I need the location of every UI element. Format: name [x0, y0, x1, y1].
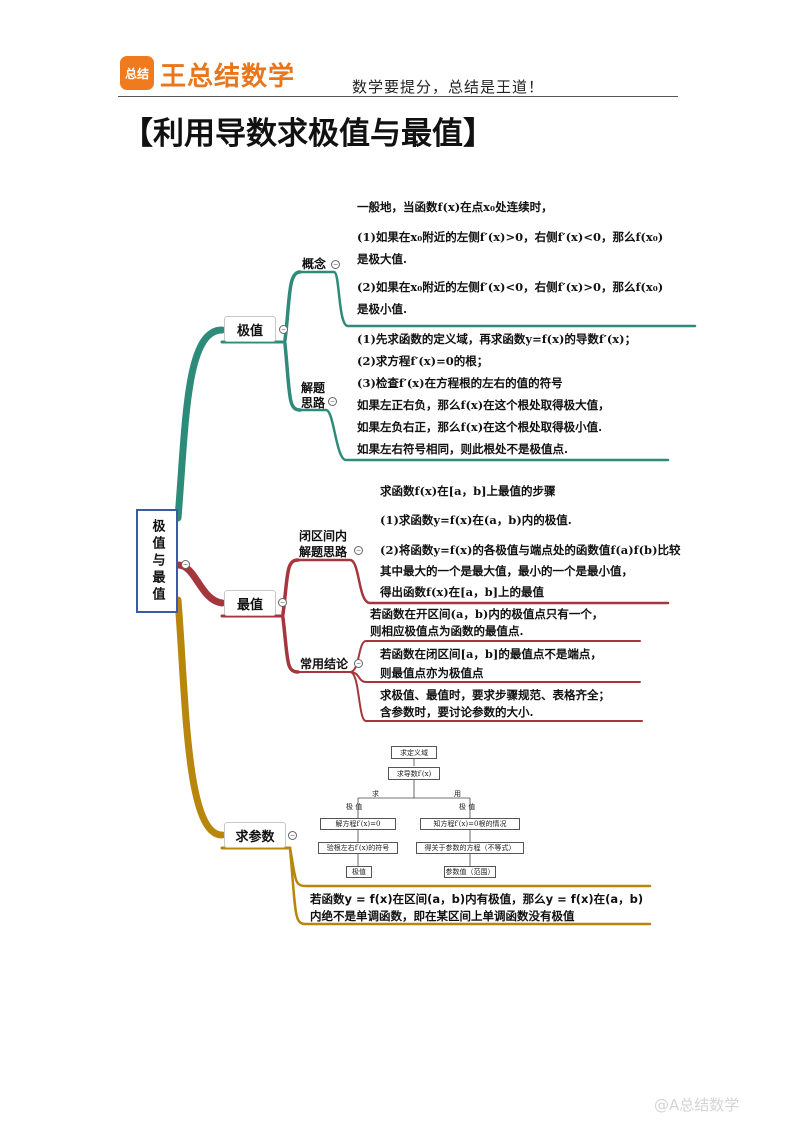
slogan: 数学要提分，总结是王道！	[352, 78, 545, 96]
underline-qiucanshu-note	[288, 846, 652, 926]
biqujian-text: 其中最大的一个是最大值，最小的一个是最小值，	[380, 564, 633, 578]
changyong-text: 若函数在开区间(a，b)内的极值点只有一个，	[370, 607, 604, 621]
connector-zuizhi-changyong	[281, 616, 300, 674]
node-zuizhi[interactable]: 最值	[224, 590, 276, 616]
collapse-icon[interactable]: −	[354, 546, 363, 555]
flow-step-domain: 求定义域	[391, 746, 437, 759]
flow-left-step2: 验根左右f′(x)的符号	[318, 842, 398, 854]
biqujian-text: 求函数f(x)在[a，b]上最值的步骤	[380, 484, 556, 498]
flow-branch-right: 用	[454, 790, 461, 798]
jieti-text: (2)求方程f′(x)=0的根；	[357, 354, 489, 368]
connector-root-qiucanshu	[174, 596, 226, 839]
collapse-icon[interactable]: −	[278, 598, 287, 607]
flow-right-step1: 知方程f′(x)=0根的情况	[420, 818, 520, 830]
jieti-text: 如果左负右正，那么f(x)在这个根处取得极小值.	[357, 420, 603, 434]
changyong-text: 含参数时，要讨论参数的大小.	[380, 705, 534, 719]
jieti-text: (1)先求函数的定义域，再求函数y=f(x)的导数f′(x)；	[357, 332, 637, 346]
watermark: @A总结数学	[654, 1096, 740, 1114]
node-gainian[interactable]: 概念	[302, 257, 327, 271]
collapse-icon[interactable]: −	[331, 260, 340, 269]
collapse-icon[interactable]: −	[279, 325, 288, 334]
changyong-text: 求极值、最值时，要求步骤规范、表格齐全；	[380, 688, 610, 702]
underline-biqujian	[296, 558, 670, 605]
page-title: 【利用导数求极值与最值】	[122, 116, 494, 152]
underline-changyong-3	[349, 671, 643, 722]
node-changyong[interactable]: 常用结论	[300, 657, 349, 671]
node-jieti-line2[interactable]: 思路	[301, 396, 326, 410]
gainian-text: 是极小值.	[357, 302, 408, 316]
flow-left-step1: 解方程f′(x)=0	[320, 818, 396, 830]
gainian-text: (1)如果在x₀附近的左侧f′(x)>0，右侧f′(x)<0，那么f(x₀)	[357, 230, 664, 244]
qiucanshu-note: 若函数y = f(x)在区间(a，b)内有极值，那么y = f(x)在(a，b)	[310, 892, 644, 906]
flow-right-step3: 参数值（范围）	[444, 866, 496, 878]
flow-right-head: 极 值	[459, 803, 476, 811]
jieti-text: 如果左正右负，那么f(x)在这个根处取得极大值，	[357, 398, 610, 412]
changyong-text: 若函数在闭区间[a，b]的最值点不是端点，	[380, 647, 602, 661]
logo-text: 王总结数学	[160, 62, 296, 92]
logo-badge: 总结	[120, 56, 154, 90]
collapse-icon[interactable]: −	[354, 659, 363, 668]
node-jizhi[interactable]: 极值	[224, 316, 276, 342]
connector-jizhi-jieti	[283, 342, 302, 412]
underline-jieti	[298, 408, 670, 462]
flow-left-head: 极 值	[346, 803, 363, 811]
jieti-text: 如果左右符号相同，则此根处不是极值点.	[357, 442, 569, 456]
collapse-icon[interactable]: −	[288, 831, 297, 840]
collapse-icon[interactable]: −	[328, 397, 337, 406]
flow-left-step3: 极值	[346, 866, 372, 878]
header-divider	[118, 96, 678, 97]
root-node[interactable]: 极值与最值	[136, 509, 178, 613]
changyong-text: 则相应极值点为函数的最值点.	[370, 624, 524, 638]
flow-step-derivative: 求导数f′(x)	[388, 767, 440, 780]
node-biqujian-line1[interactable]: 闭区间内	[299, 529, 348, 543]
jieti-text: (3)检查f′(x)在方程根的左右的值的符号	[357, 376, 563, 390]
qiucanshu-note: 内绝不是单调函数，即在某区间上单调函数没有极值	[310, 909, 575, 923]
biqujian-text: 得出函数f(x)在[a，b]上的最值	[380, 585, 545, 599]
biqujian-text: (1)求函数y=f(x)在(a，b)内的极值.	[380, 513, 572, 527]
gainian-text: 一般地，当函数f(x)在点x₀处连续时，	[357, 200, 553, 214]
connector-root-jizhi	[174, 326, 226, 522]
gainian-text: 是极大值.	[357, 252, 408, 266]
flow-right-step2: 得关于参数的方程（不等式）	[416, 842, 524, 854]
node-jieti-line1[interactable]: 解题	[301, 381, 326, 395]
node-biqujian-line2[interactable]: 解题思路	[299, 545, 348, 559]
changyong-text: 则最值点亦为极值点	[380, 666, 484, 680]
node-qiucanshu[interactable]: 求参数	[224, 822, 286, 848]
gainian-text: (2)如果在x₀附近的左侧f′(x)<0，右侧f′(x)>0，那么f(x₀)	[357, 280, 664, 294]
collapse-icon[interactable]: −	[181, 560, 190, 569]
biqujian-text: (2)将函数y=f(x)的各极值与端点处的函数值f(a)f(b)比较	[380, 543, 681, 557]
flow-branch-left: 求	[372, 790, 379, 798]
underline-gainian	[298, 270, 697, 328]
